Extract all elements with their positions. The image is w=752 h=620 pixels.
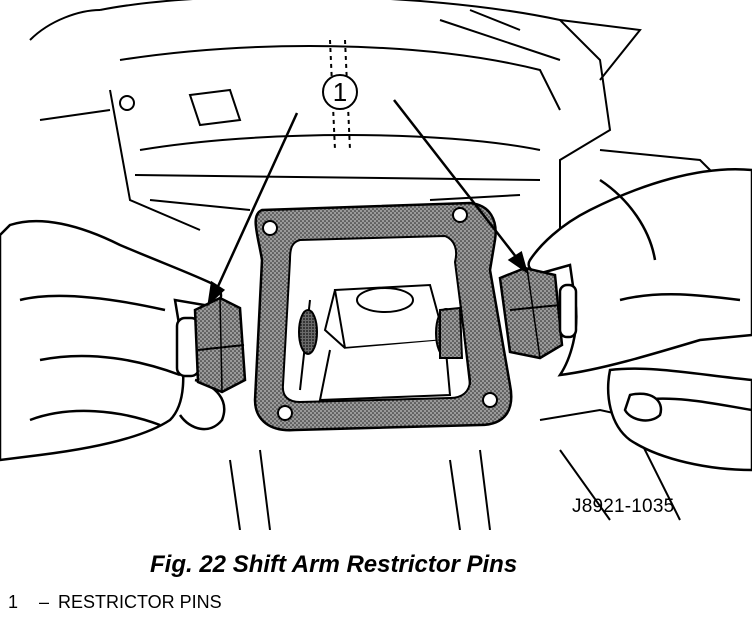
- callout-leaders: [207, 99, 529, 307]
- figure-caption: Fig. 22 Shift Arm Restrictor Pins: [150, 551, 518, 578]
- inner-pin-right: [435, 306, 464, 359]
- restrictor-pin-right: [498, 266, 578, 360]
- shift-arm: [299, 283, 471, 402]
- technical-illustration: 1: [0, 0, 752, 530]
- inner-pin-left: [298, 309, 318, 355]
- callout-marker: [322, 74, 358, 110]
- legend-label: RESTRICTOR PINS: [58, 592, 222, 612]
- legend-dash: –: [38, 592, 49, 612]
- legend-number: 1: [8, 592, 19, 612]
- restrictor-pin-left: [175, 296, 247, 394]
- callout-number: 1: [333, 77, 347, 107]
- bolt-hole-icon: [119, 95, 135, 111]
- figure-code: J8921-1035: [572, 496, 675, 517]
- right-hand: [527, 168, 752, 472]
- legend: 1–RESTRICTOR PINS: [8, 592, 222, 613]
- legend-item: 1–RESTRICTOR PINS: [8, 592, 222, 613]
- transmission-housing: [29, 0, 741, 530]
